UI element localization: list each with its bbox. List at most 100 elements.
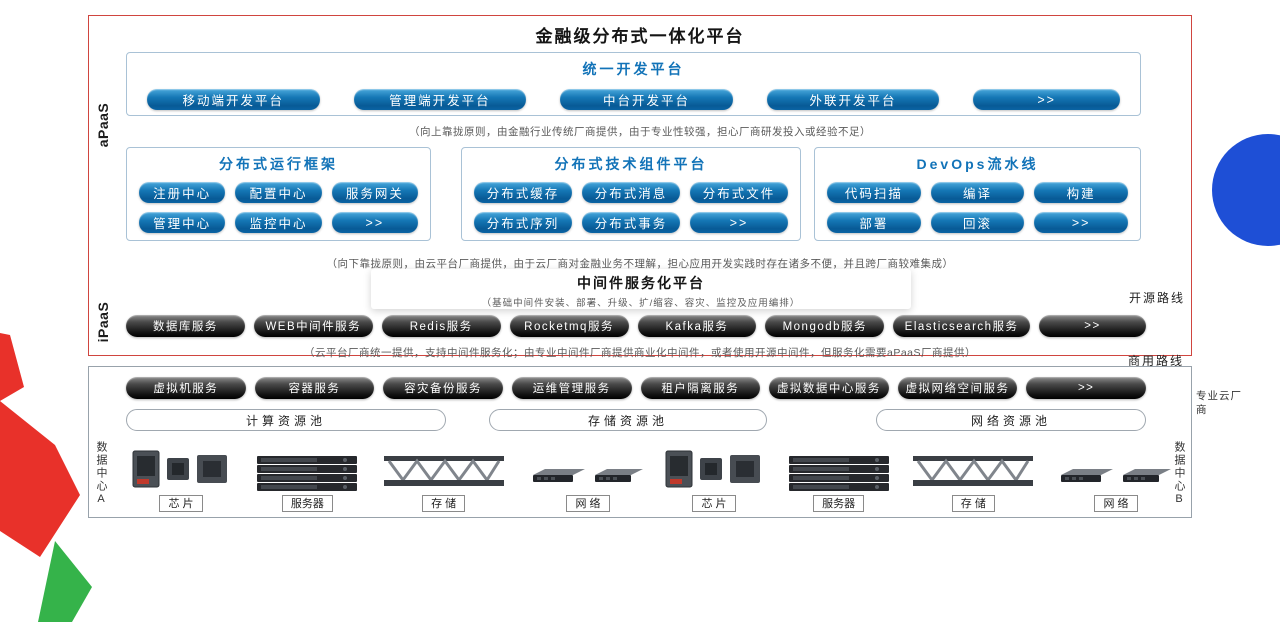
ipaas-layer-label: iPaaS — [95, 301, 111, 343]
button-virtual-datacenter-service[interactable]: 虚拟数据中心服务 — [769, 377, 889, 399]
server-icon — [788, 456, 889, 491]
chip-label: 芯 片 — [692, 495, 736, 512]
dist-tech-components-title: 分布式技术组件平台 — [554, 156, 708, 172]
button-external-dev-platform[interactable]: 外联开发平台 — [766, 89, 940, 110]
datacenter-b-label: 数据中心B — [1173, 441, 1185, 507]
iaas-container-box: 虚拟机服务 容器服务 容灾备份服务 运维管理服务 租户隔离服务 虚拟数据中心服务… — [88, 366, 1192, 518]
middleware-platform-title: 中间件服务化平台 — [577, 275, 705, 291]
compute-resource-pool: 计算资源池 — [126, 409, 446, 431]
devops-row-1: 代码扫描 编译 构建 — [827, 182, 1129, 203]
button-dr-backup-service[interactable]: 容灾备份服务 — [383, 377, 503, 399]
button-tenant-isolation-service[interactable]: 租户隔离服务 — [640, 377, 761, 399]
storage-resource-pool: 存储资源池 — [489, 409, 767, 431]
button-web-middleware-service[interactable]: WEB中间件服务 — [253, 315, 373, 337]
diagram-title: 金融级分布式一体化平台 — [535, 27, 745, 46]
chip-icon — [665, 450, 760, 488]
iaas-service-row: 虚拟机服务 容器服务 容灾备份服务 运维管理服务 租户隔离服务 虚拟数据中心服务… — [126, 377, 1146, 399]
button-dist-file[interactable]: 分布式文件 — [690, 182, 788, 203]
dist-tech-components-panel: 分布式技术组件平台 分布式缓存 分布式消息 分布式文件 分布式序列 分布式事务 … — [461, 147, 801, 241]
button-more-ipaas[interactable]: >> — [1038, 315, 1146, 337]
unified-dev-platform-title: 统一开发平台 — [582, 61, 685, 77]
network-resource-pool: 网络资源池 — [876, 409, 1146, 431]
button-middle-dev-platform[interactable]: 中台开发平台 — [560, 89, 733, 110]
button-registry-center[interactable]: 注册中心 — [139, 182, 226, 203]
button-dist-transaction[interactable]: 分布式事务 — [582, 212, 680, 233]
logo-shape-decoration — [0, 333, 92, 622]
hardware-server: 服务器 — [788, 440, 889, 512]
datacenter-a-label: 数据中心A — [95, 441, 107, 507]
route-commercial-label: 商用路线 — [1128, 354, 1185, 368]
button-dist-sequence[interactable]: 分布式序列 — [474, 212, 572, 233]
button-redis-service[interactable]: Redis服务 — [381, 315, 501, 337]
button-monitor-center[interactable]: 监控中心 — [235, 212, 322, 233]
hardware-chip: 芯 片 — [664, 440, 764, 512]
button-config-center[interactable]: 配置中心 — [235, 182, 322, 203]
network-icon — [532, 469, 643, 482]
button-virtual-network-service[interactable]: 虚拟网络空间服务 — [897, 377, 1018, 399]
button-dist-cache[interactable]: 分布式缓存 — [474, 182, 572, 203]
datacenter-b-hardware: 芯 片 服务器 存 储 — [664, 440, 1174, 512]
button-more-runtime[interactable]: >> — [331, 212, 418, 233]
dist-runtime-framework-panel: 分布式运行框架 注册中心 配置中心 服务网关 管理中心 监控中心 >> — [126, 147, 431, 241]
network-label: 网 络 — [1094, 495, 1138, 512]
button-vm-service[interactable]: 虚拟机服务 — [126, 377, 246, 399]
runtime-row-1: 注册中心 配置中心 服务网关 — [139, 182, 418, 203]
hardware-chip: 芯 片 — [131, 440, 231, 512]
button-elasticsearch-service[interactable]: Elasticsearch服务 — [893, 315, 1030, 337]
hardware-storage: 存 储 — [383, 440, 504, 512]
storage-icon — [383, 456, 504, 486]
apaas-note-top: （向上靠拢原则，由金融行业传统厂商提供，由于专业性较强，担心厂商研发投入或经验不… — [409, 126, 871, 138]
button-rollback[interactable]: 回滚 — [930, 212, 1025, 233]
button-code-scan[interactable]: 代码扫描 — [827, 182, 921, 203]
button-more-tech[interactable]: >> — [690, 212, 788, 233]
button-more-iaas[interactable]: >> — [1026, 377, 1146, 399]
hardware-network: 网 络 — [530, 440, 646, 512]
hardware-server: 服务器 — [257, 440, 358, 512]
server-label: 服务器 — [281, 495, 333, 512]
tech-row-1: 分布式缓存 分布式消息 分布式文件 — [474, 182, 788, 203]
button-more-devops[interactable]: >> — [1034, 212, 1129, 233]
dist-runtime-framework-title: 分布式运行框架 — [219, 156, 338, 172]
network-label: 网 络 — [566, 495, 610, 512]
button-deploy[interactable]: 部署 — [827, 212, 921, 233]
button-mobile-dev-platform[interactable]: 移动端开发平台 — [147, 89, 320, 110]
button-mongodb-service[interactable]: Mongodb服务 — [765, 315, 885, 337]
chip-label: 芯 片 — [159, 495, 203, 512]
network-icon — [1060, 469, 1171, 482]
devops-pipeline-panel: DevOps流水线 代码扫描 编译 构建 部署 回滚 >> — [814, 147, 1141, 241]
ipaas-note: （云平台厂商统一提供，支持中间件服务化；由专业中间件厂商提供商业化中间件，或者使… — [303, 347, 977, 359]
button-compile[interactable]: 编译 — [930, 182, 1025, 203]
hardware-network: 网 络 — [1058, 440, 1174, 512]
hardware-storage: 存 储 — [913, 440, 1034, 512]
devops-pipeline-title: DevOps流水线 — [916, 156, 1039, 172]
middleware-platform-subtitle: （基础中间件安装、部署、升级、扩/缩容、容灾、监控及应用编排） — [481, 298, 801, 309]
button-mgmt-center[interactable]: 管理中心 — [139, 212, 226, 233]
middleware-platform-box: 中间件服务化平台 （基础中间件安装、部署、升级、扩/缩容、容灾、监控及应用编排） — [371, 269, 911, 309]
button-more-dev[interactable]: >> — [973, 89, 1120, 110]
button-container-service[interactable]: 容器服务 — [254, 377, 375, 399]
button-database-service[interactable]: 数据库服务 — [126, 315, 245, 337]
cloud-vendor-label: 专业云厂商 — [1196, 390, 1242, 417]
button-dist-message[interactable]: 分布式消息 — [582, 182, 680, 203]
dev-platform-button-row: 移动端开发平台 管理端开发平台 中台开发平台 外联开发平台 >> — [147, 89, 1120, 110]
ipaas-service-row: 数据库服务 WEB中间件服务 Redis服务 Rocketmq服务 Kafka服… — [126, 315, 1146, 337]
button-rocketmq-service[interactable]: Rocketmq服务 — [509, 315, 629, 337]
apaas-note-bottom: （向下靠拢原则，由云平台厂商提供，由于云厂商对金融业务不理解，担心应用开发实践时… — [326, 258, 954, 270]
button-build[interactable]: 构建 — [1034, 182, 1129, 203]
storage-label: 存 储 — [422, 495, 466, 512]
devops-row-2: 部署 回滚 >> — [827, 212, 1129, 233]
server-icon — [257, 456, 358, 491]
chip-icon — [132, 450, 227, 488]
button-admin-dev-platform[interactable]: 管理端开发平台 — [353, 89, 527, 110]
storage-label: 存 储 — [951, 495, 995, 512]
button-ops-mgmt-service[interactable]: 运维管理服务 — [511, 377, 632, 399]
storage-icon — [913, 456, 1034, 486]
button-kafka-service[interactable]: Kafka服务 — [637, 315, 757, 337]
route-open-source-label: 开源路线 — [1129, 291, 1186, 305]
apaas-layer-label: aPaaS — [95, 102, 111, 148]
button-service-gateway[interactable]: 服务网关 — [331, 182, 418, 203]
runtime-row-2: 管理中心 监控中心 >> — [139, 212, 418, 233]
tech-row-2: 分布式序列 分布式事务 >> — [474, 212, 788, 233]
server-label: 服务器 — [813, 495, 865, 512]
